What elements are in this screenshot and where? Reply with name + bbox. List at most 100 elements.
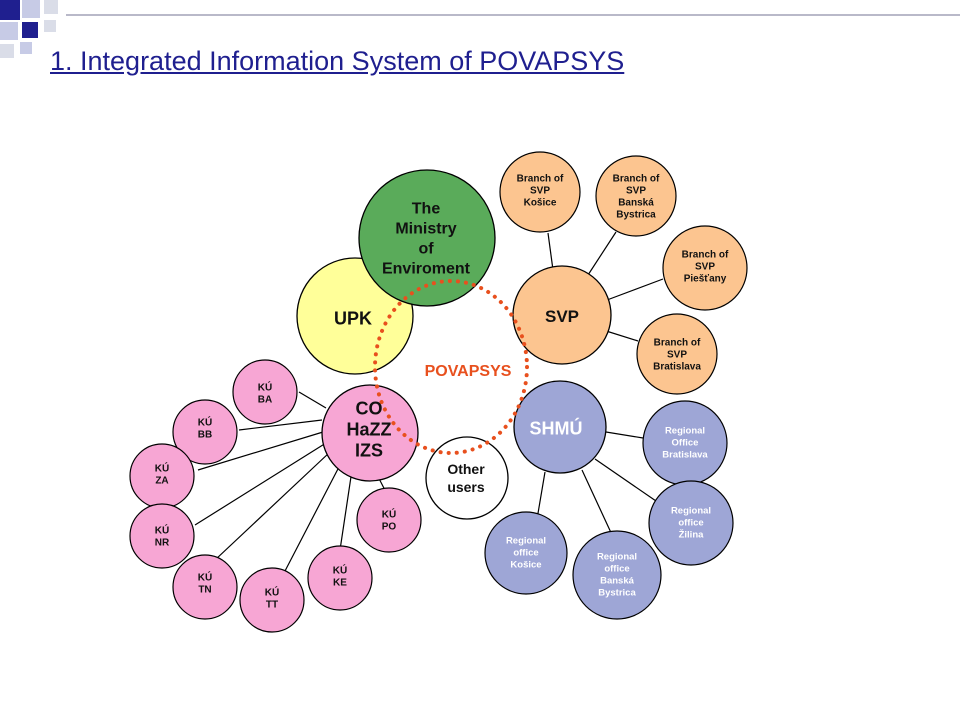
upk-label: UPK — [334, 308, 372, 328]
label-line: PO — [382, 522, 397, 533]
label-line: KE — [333, 578, 347, 589]
label-line: KÚ — [155, 524, 169, 537]
shmu-node — [513, 380, 607, 474]
label-line: Ministry — [395, 221, 456, 238]
label-line: HaZZ — [347, 419, 392, 439]
corner-square-7 — [0, 44, 14, 58]
ro-kosice-node — [484, 511, 568, 595]
line-co-kuba — [298, 391, 327, 409]
label-line: Regional — [506, 535, 546, 546]
svp-kosice-node — [499, 151, 581, 233]
line-co-kubb — [238, 419, 323, 431]
ku-nr-node — [129, 503, 195, 569]
label-line: of — [418, 241, 434, 258]
corner-square-5 — [22, 22, 38, 38]
label-line: Bystrica — [598, 587, 636, 598]
label-line: office — [604, 563, 629, 574]
label-line: KÚ — [155, 462, 169, 475]
corner-square-6 — [44, 20, 56, 32]
corner-square-2 — [22, 0, 40, 18]
label-line: Banská — [618, 198, 654, 209]
label-line: SHMÚ — [530, 417, 583, 438]
label-line: The — [412, 201, 441, 218]
label-line: Branch of — [654, 338, 701, 349]
label-line: Branch of — [517, 174, 564, 185]
label-line: office — [513, 547, 538, 558]
ku-tt-node — [239, 567, 305, 633]
line-shmu-robb — [581, 469, 614, 538]
label-line: UPK — [334, 308, 372, 328]
ministry-node — [358, 169, 496, 307]
label-line: CO — [356, 398, 383, 418]
label-line: KÚ — [333, 564, 347, 577]
line-svp-kosice — [547, 232, 554, 271]
co-hazz-izs-node — [321, 384, 419, 482]
label-line: Banská — [600, 575, 635, 586]
ku-tn-node — [172, 554, 238, 620]
label-line: IZS — [355, 440, 383, 460]
label-line: Košice — [524, 198, 557, 209]
label-line: SVP — [695, 262, 715, 273]
label-line: office — [678, 517, 703, 528]
label-line: BA — [258, 395, 272, 406]
corner-square-8 — [20, 42, 32, 54]
label-line: KÚ — [258, 381, 272, 394]
label-line: Branch of — [682, 250, 729, 261]
corner-square-3 — [44, 0, 58, 14]
ro-zilina-node — [648, 480, 734, 566]
ku-ke-node — [307, 545, 373, 611]
label-line: TN — [198, 585, 211, 596]
ku-po-node — [356, 487, 422, 553]
label-line: KÚ — [382, 508, 396, 521]
ku-ba-node — [232, 359, 298, 425]
label-line: SVP — [545, 307, 579, 326]
line-co-kunr — [194, 442, 327, 526]
svp-banska-bystrica-node — [595, 155, 677, 237]
ku-bb-node — [172, 399, 238, 465]
label-line: KÚ — [265, 586, 279, 599]
label-line: Regional — [671, 505, 711, 516]
label-line: SVP — [667, 350, 687, 361]
other-users-node — [425, 436, 509, 520]
label-line: NR — [155, 538, 170, 549]
line-svp-ba — [602, 329, 639, 342]
label-line: Other — [447, 461, 485, 477]
ro-banska-bystrica-node — [572, 530, 662, 620]
svp-bratislava-node — [636, 313, 718, 395]
label-line: KÚ — [198, 571, 212, 584]
label-line: TT — [266, 600, 278, 611]
label-line: Office — [672, 437, 699, 448]
label-line: Bystrica — [616, 210, 656, 221]
label-line: Enviroment — [382, 261, 471, 278]
label-line: ZA — [155, 476, 168, 487]
line-svp-piestany — [606, 278, 664, 301]
line-svp-bb — [587, 231, 617, 276]
page-title: 1. Integrated Information System of POVA… — [50, 46, 625, 76]
svp-piestany-node — [662, 225, 748, 311]
label-line: Košice — [510, 559, 541, 570]
label-line: SVP — [626, 186, 646, 197]
label-line: Bratislava — [653, 362, 701, 373]
svp-label: SVP — [545, 307, 579, 326]
line-shmu-roba — [605, 431, 644, 439]
label-line: BB — [198, 430, 212, 441]
